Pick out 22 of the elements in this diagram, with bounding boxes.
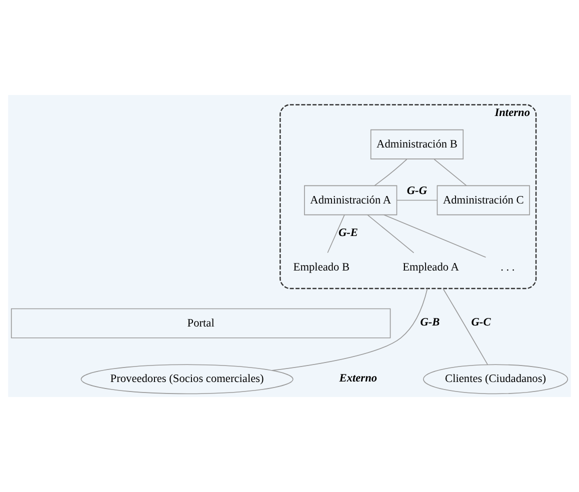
node-text: Empleado A	[402, 261, 459, 274]
connector	[442, 288, 488, 365]
node-text: . . .	[500, 261, 515, 274]
connector	[434, 158, 467, 186]
node-box: Administración A	[304, 185, 398, 216]
node-ellipse: Proveedores (Socios comerciales)	[80, 364, 294, 394]
connector	[374, 158, 408, 186]
edge-label: G-C	[471, 316, 491, 329]
edge-label: G-B	[420, 316, 440, 329]
edge-label: G-E	[338, 227, 358, 240]
node-box: Administración C	[436, 185, 530, 216]
connector	[272, 288, 428, 371]
connector	[327, 214, 345, 254]
node-box: Administración B	[370, 129, 464, 160]
node-text: Empleado B	[293, 261, 350, 274]
node-ellipse: Clientes (Ciudadanos)	[423, 364, 568, 394]
connector	[384, 214, 486, 258]
node-box: Portal	[10, 308, 391, 338]
connector	[396, 200, 438, 201]
edge-label: G-G	[406, 184, 428, 197]
connector	[367, 214, 414, 254]
label: Externo	[339, 372, 378, 384]
